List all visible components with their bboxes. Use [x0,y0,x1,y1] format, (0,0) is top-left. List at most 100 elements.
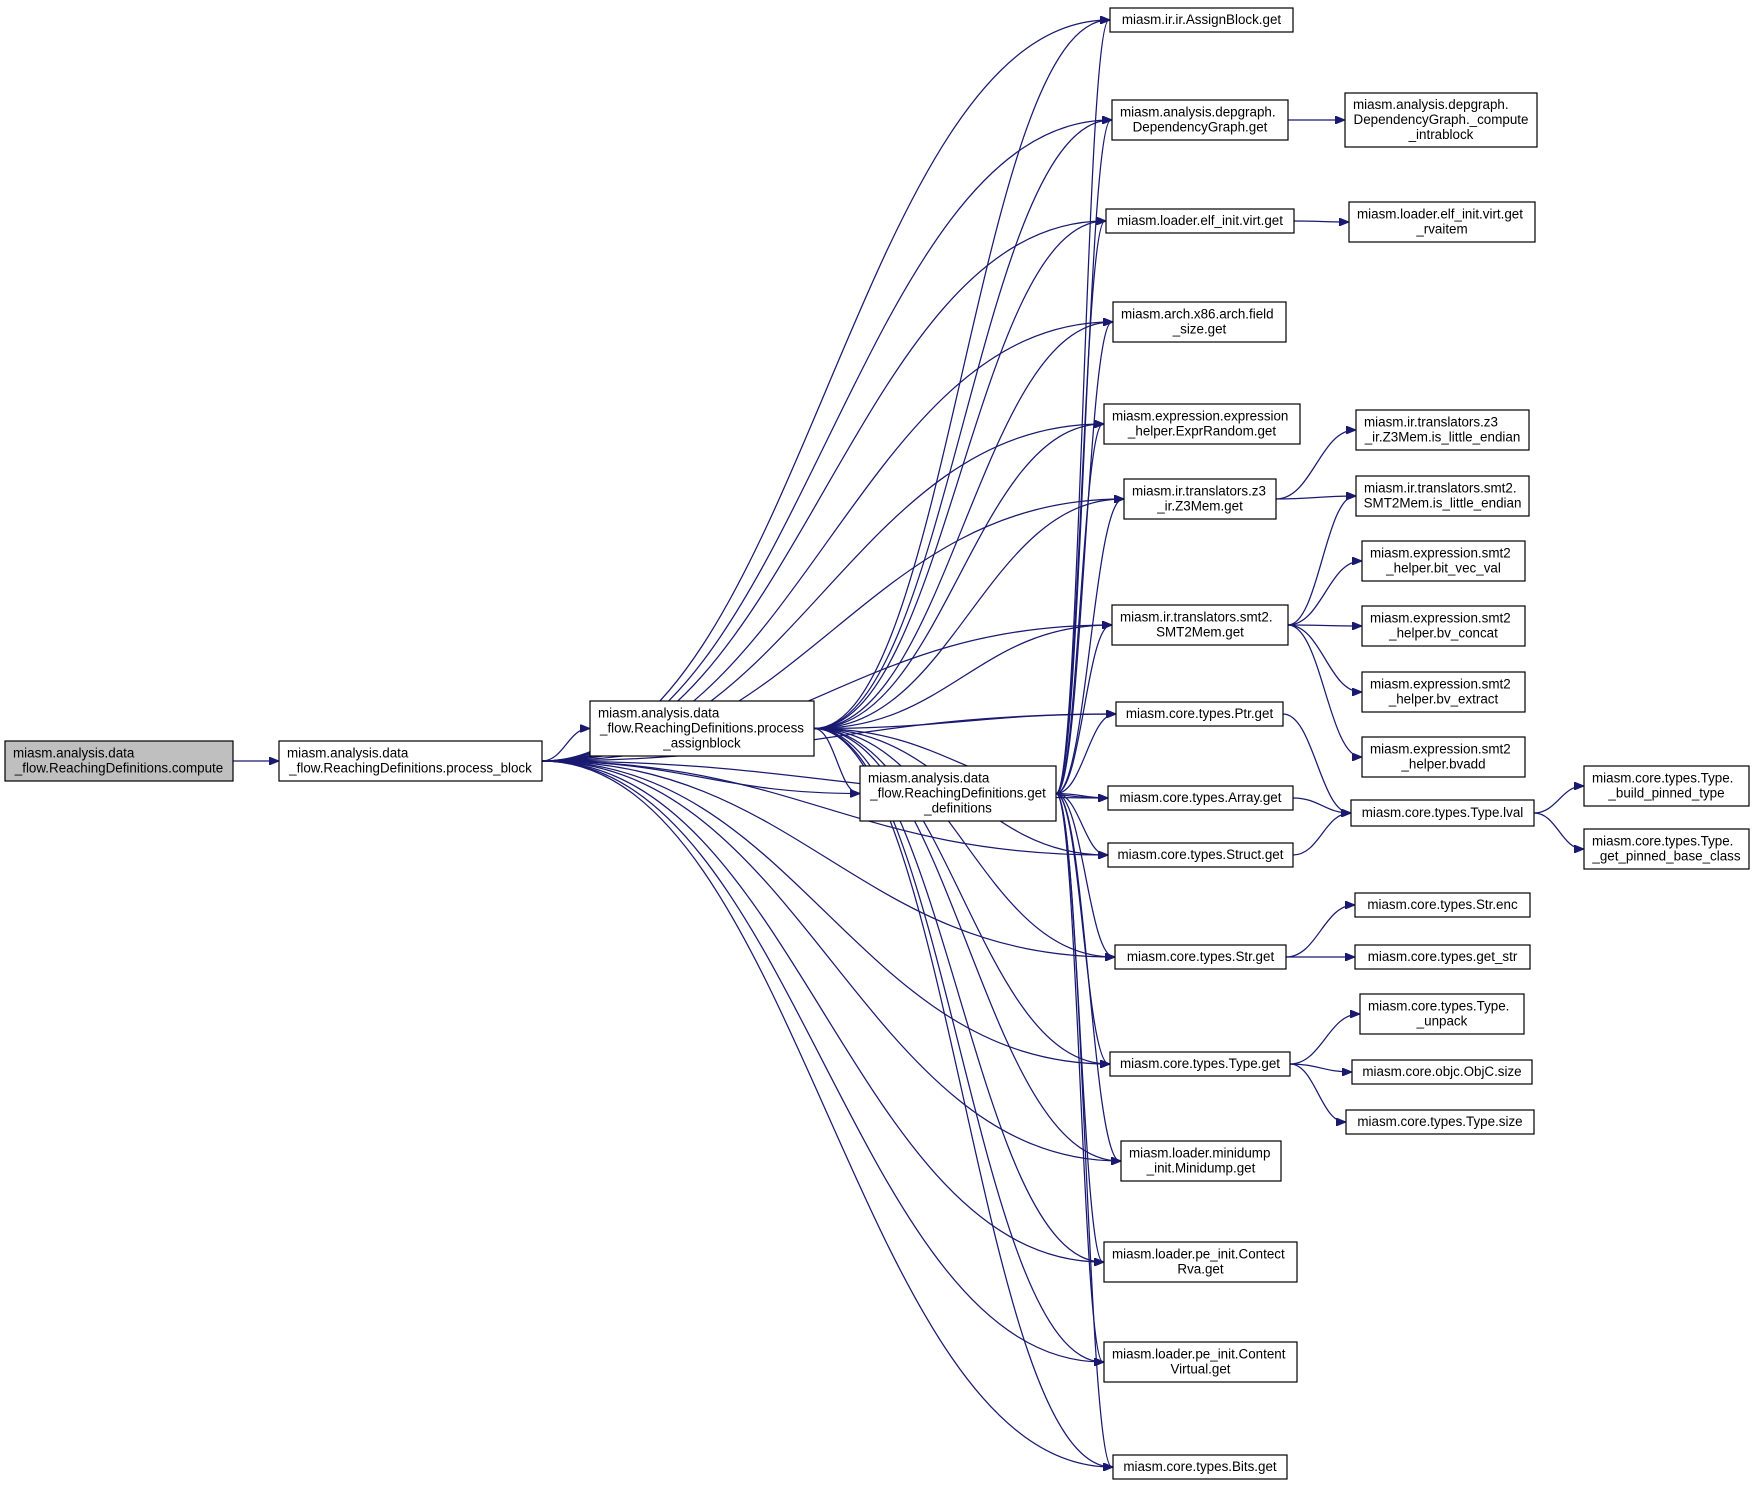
node-smt2mem_little_endian[interactable]: miasm.ir.translators.smt2.SMT2Mem.is_lit… [1355,475,1530,517]
node-box [1361,671,1526,713]
node-label: miasm.expression.smt2 [1370,546,1511,561]
edge-process_assignblock-to-x86_field_size_get [813,322,1112,730]
node-type_lval[interactable]: miasm.core.types.Type.lval [1350,799,1535,827]
edge-get_definitions-to-z3mem_get [1055,499,1123,795]
node-label: _get_pinned_base_class [1591,849,1740,864]
node-label: miasm.core.types.Bits.get [1123,1459,1277,1474]
node-label: miasm.core.types.Type. [1592,771,1733,786]
node-elf_virt_get[interactable]: miasm.loader.elf_init.virt.get [1105,208,1295,234]
node-exprrandom_get[interactable]: miasm.expression.expression_helper.ExprR… [1103,403,1301,445]
node-box [1345,1109,1535,1135]
edge-process_assignblock-to-exprrandom_get [813,424,1103,730]
edge-smt2mem_get-to-bit_vec_val [1287,561,1361,626]
node-str_get[interactable]: miasm.core.types.Str.get [1114,944,1287,970]
node-bvadd[interactable]: miasm.expression.smt2_helper.bvadd [1361,736,1526,778]
node-assignblock_get[interactable]: miasm.ir.ir.AssignBlock.get [1109,7,1294,33]
node-struct_get[interactable]: miasm.core.types.Struct.get [1107,842,1294,868]
edge-process_assignblock-to-ptr_get [813,714,1115,730]
node-label: _ir.Z3Mem.is_little_endian [1364,430,1521,445]
node-label: miasm.core.objc.ObjC.size [1362,1064,1521,1079]
node-box [1344,92,1538,148]
node-label: miasm.analysis.depgraph. [1353,97,1509,112]
node-box [1359,993,1525,1035]
node-bv_extract[interactable]: miasm.expression.smt2_helper.bv_extract [1361,671,1526,713]
node-box [1109,7,1294,33]
node-array_get[interactable]: miasm.core.types.Array.get [1107,785,1294,811]
node-label: miasm.core.types.Type.get [1120,1056,1280,1071]
node-box [1112,301,1287,343]
node-label: miasm.analysis.data [868,771,990,786]
node-box [1120,1140,1282,1182]
node-label: miasm.expression.smt2 [1370,742,1511,757]
edge-get_definitions-to-smt2mem_get [1055,625,1111,795]
node-get_pinned_base_class[interactable]: miasm.core.types.Type._get_pinned_base_c… [1583,828,1750,870]
edge-get_definitions-to-content_virtual_get [1055,792,1103,1363]
edge-type_get-to-type_size [1289,1063,1345,1122]
edge-process_block-to-content_virtual_get [541,760,1103,1362]
node-depgraph_get[interactable]: miasm.analysis.depgraph.DependencyGraph.… [1111,99,1289,141]
node-bit_vec_val[interactable]: miasm.expression.smt2_helper.bit_vec_val [1361,540,1526,582]
node-label: _helper.bv_concat [1388,626,1498,641]
node-bits_get[interactable]: miasm.core.types.Bits.get [1112,1454,1288,1480]
edge-process_block-to-type_get [541,760,1109,1064]
node-box [1361,540,1526,582]
node-process_assignblock[interactable]: miasm.analysis.data_flow.ReachingDefinit… [589,700,815,757]
node-label: miasm.arch.x86.arch.field [1121,307,1274,322]
edge-process_block-to-depgraph_get [541,120,1111,762]
node-compute_intrablock[interactable]: miasm.analysis.depgraph.DependencyGraph.… [1344,92,1538,148]
node-get_definitions[interactable]: miasm.analysis.data_flow.ReachingDefinit… [859,765,1057,822]
node-box [1350,799,1535,827]
node-label: _size.get [1172,322,1227,337]
node-label: Rva.get [1177,1262,1223,1277]
edge-process_block-to-bits_get [541,760,1112,1467]
node-box [1583,828,1750,870]
edge-process_assignblock-to-type_get [813,727,1109,1065]
node-label: _build_pinned_type [1607,786,1724,801]
edge-process_block-to-str_get [541,760,1114,957]
node-process_block[interactable]: miasm.analysis.data_flow.ReachingDefinit… [278,740,543,782]
node-build_pinned_type[interactable]: miasm.core.types.Type._build_pinned_type [1583,765,1750,807]
node-box [1107,842,1294,868]
node-box [1583,765,1750,807]
node-label: _rvaitem [1415,222,1467,237]
node-label: _assignblock [662,736,741,751]
node-type_unpack[interactable]: miasm.core.types.Type._unpack [1359,993,1525,1035]
node-label: _helper.bv_extract [1388,692,1499,707]
node-label: miasm.expression.smt2 [1370,677,1511,692]
node-str_enc[interactable]: miasm.core.types.Str.enc [1354,892,1531,918]
node-label: miasm.core.types.Str.get [1127,949,1275,964]
node-smt2mem_get[interactable]: miasm.ir.translators.smt2.SMT2Mem.get [1111,604,1289,646]
node-type_get[interactable]: miasm.core.types.Type.get [1109,1051,1291,1077]
node-label: _flow.ReachingDefinitions.get [869,786,1046,801]
edge-process_assignblock-to-depgraph_get [813,120,1111,730]
node-type_size[interactable]: miasm.core.types.Type.size [1345,1109,1535,1135]
node-label: miasm.core.types.Struct.get [1118,847,1284,862]
node-box [1111,604,1289,646]
node-box [1105,208,1295,234]
node-bv_concat[interactable]: miasm.expression.smt2_helper.bv_concat [1361,605,1526,647]
node-label: miasm.analysis.data [287,746,409,761]
node-box [278,740,543,782]
edge-get_definitions-to-exprrandom_get [1055,424,1103,795]
node-box [1109,1051,1291,1077]
node-objc_size[interactable]: miasm.core.objc.ObjC.size [1351,1059,1533,1085]
edge-process_assignblock-to-str_get [813,727,1114,958]
node-ptr_get[interactable]: miasm.core.types.Ptr.get [1115,701,1284,727]
node-label: miasm.core.types.Type.lval [1362,805,1524,820]
node-label: miasm.core.types.Str.enc [1367,897,1518,912]
edge-process_assignblock-to-minidump_get [813,727,1120,1162]
node-x86_field_size_get[interactable]: miasm.arch.x86.arch.field_size.get [1112,301,1287,343]
node-get_str[interactable]: miasm.core.types.get_str [1354,944,1531,970]
node-minidump_get[interactable]: miasm.loader.minidump_init.Minidump.get [1120,1140,1282,1182]
node-box [1115,701,1284,727]
node-elf_get_rvaitem[interactable]: miasm.loader.elf_init.virt.get_rvaitem [1348,201,1536,243]
node-z3mem_get[interactable]: miasm.ir.translators.z3_ir.Z3Mem.get [1123,478,1277,520]
edge-str_get-to-str_enc [1285,905,1354,958]
node-box [4,740,234,782]
edge-elf_virt_get-to-elf_get_rvaitem [1293,221,1348,222]
node-compute[interactable]: miasm.analysis.data_flow.ReachingDefinit… [4,740,234,782]
node-z3mem_little_endian[interactable]: miasm.ir.translators.z3_ir.Z3Mem.is_litt… [1355,409,1530,451]
